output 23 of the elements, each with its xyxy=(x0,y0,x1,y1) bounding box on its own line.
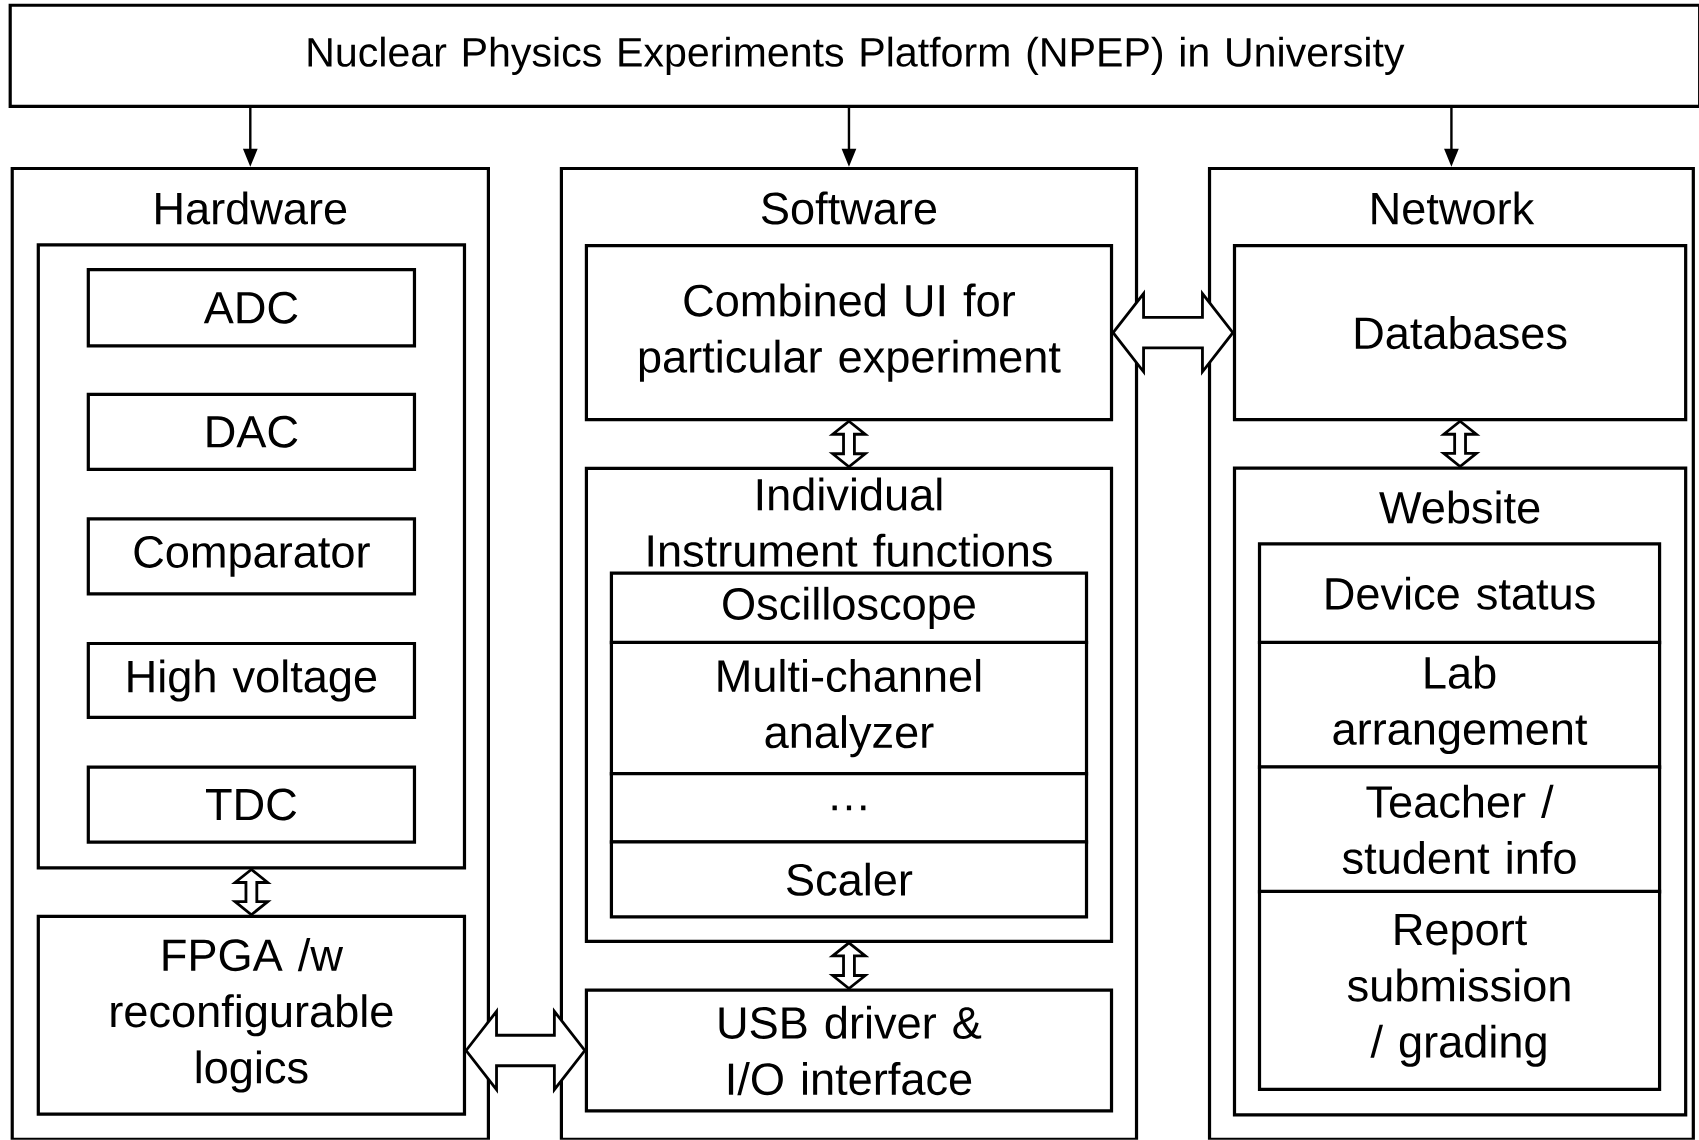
hollow-double-arrow xyxy=(464,1007,587,1094)
hollow-double-arrow xyxy=(828,419,870,469)
row-box: Oscilloscope xyxy=(609,571,1089,645)
row-box: … xyxy=(609,772,1089,844)
row-box: Lab arrangement xyxy=(1257,640,1662,770)
component-box: USB driver & I/O interface xyxy=(584,988,1114,1113)
hollow-double-arrow xyxy=(1111,289,1235,376)
row-box: Scaler xyxy=(609,840,1089,919)
row-box: Teacher / student info xyxy=(1257,765,1662,894)
row-box: Device status xyxy=(1257,542,1662,645)
row-box: Multi-channel analyzer xyxy=(609,640,1089,776)
component-box: TDC xyxy=(86,765,417,844)
component-box: Comparator xyxy=(86,517,417,596)
component-box: DAC xyxy=(86,392,417,471)
row-box: Report submission / grading xyxy=(1257,889,1662,1091)
component-box: ADC xyxy=(86,268,417,348)
component-box: High voltage xyxy=(86,641,417,720)
component-box: Databases xyxy=(1232,244,1688,422)
hollow-double-arrow xyxy=(828,941,870,991)
component-box: FPGA /w reconfigurable logics xyxy=(36,914,467,1116)
component-box: Combined UI for particular experiment xyxy=(584,244,1114,422)
title-box: Nuclear Physics Experiments Platform (NPEP) in University xyxy=(8,3,1699,109)
hollow-double-arrow xyxy=(1439,419,1481,469)
